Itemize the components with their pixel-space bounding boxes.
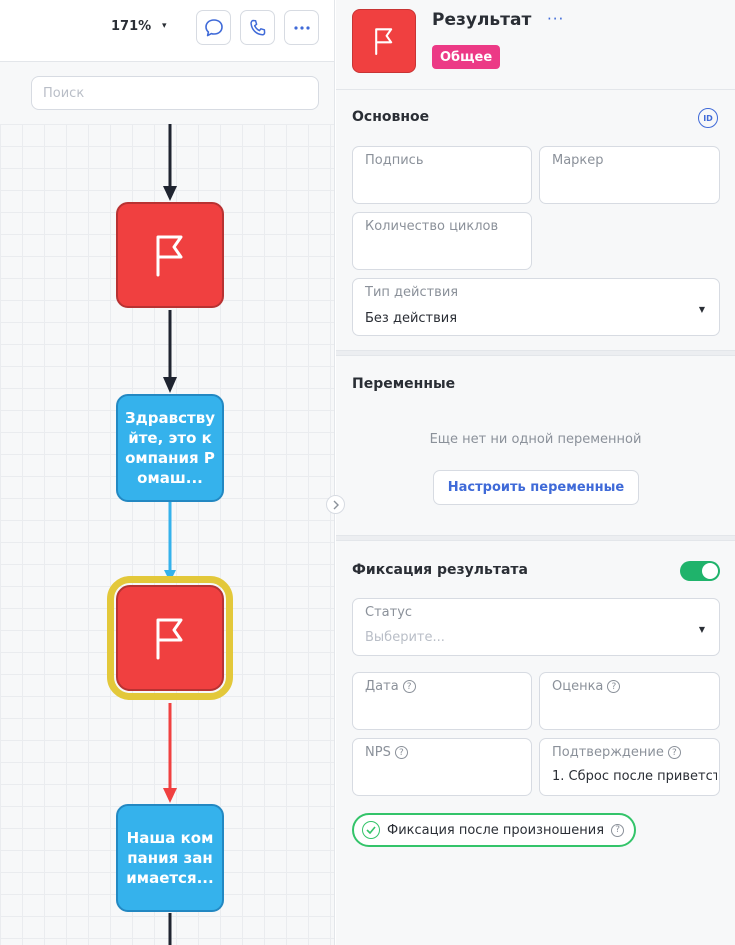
node-type-icon: [352, 9, 416, 73]
after-speech-label: Фиксация после произношения: [387, 822, 605, 838]
variables-empty-text: Еще нет ни одной переменной: [429, 432, 642, 447]
signature-label: Подпись: [365, 153, 424, 168]
status-select[interactable]: Статус Выберите... ▼: [352, 598, 720, 656]
connectors: [163, 124, 177, 945]
section-title-variables: Переменные: [352, 376, 456, 392]
configure-variables-button[interactable]: Настроить переменные: [433, 470, 639, 505]
node-title: Результат: [432, 10, 532, 30]
section-divider: [336, 350, 735, 356]
rating-label: Оценка: [552, 679, 604, 694]
marker-label: Маркер: [552, 153, 604, 168]
result-node-selected[interactable]: [107, 576, 233, 700]
search-input[interactable]: [31, 76, 319, 110]
title-more-button[interactable]: ···: [547, 10, 565, 28]
help-icon[interactable]: ?: [667, 746, 681, 759]
marker-field[interactable]: Маркер: [539, 146, 720, 204]
canvas-toolbar: 171% ▾: [0, 0, 334, 62]
toggle-knob: [702, 563, 718, 579]
signature-field[interactable]: Подпись: [352, 146, 532, 204]
zoom-level[interactable]: 171%: [111, 19, 152, 34]
chat-button[interactable]: [196, 10, 231, 45]
help-icon[interactable]: ?: [394, 746, 408, 759]
confirmation-label: Подтверждение: [552, 745, 664, 760]
help-icon[interactable]: ?: [611, 823, 625, 837]
connector-arrow: [164, 570, 176, 582]
more-options-button[interactable]: [284, 10, 319, 45]
fixation-toggle[interactable]: [680, 561, 720, 581]
properties-panel: Результат ··· Общее Основное ID Подпись …: [336, 0, 735, 945]
cycles-label: Количество циклов: [365, 219, 499, 234]
rating-field[interactable]: Оценка?: [539, 672, 720, 730]
section-title-fixation: Фиксация результата: [352, 562, 528, 578]
nps-label-wrap: NPS?: [365, 745, 408, 760]
rating-label-wrap: Оценка?: [552, 679, 621, 694]
help-icon[interactable]: ?: [607, 680, 621, 693]
result-node[interactable]: [116, 202, 224, 308]
action-type-value: Без действия: [365, 311, 458, 326]
action-type-label: Тип действия: [365, 285, 459, 300]
connector-arrow: [163, 788, 177, 803]
connector-arrow: [163, 186, 177, 201]
nps-field[interactable]: NPS?: [352, 738, 532, 796]
speech-node-text: Здравствуйте, это компания Ромаш...: [125, 409, 215, 487]
section-title-basic: Основное: [352, 109, 430, 125]
chevron-down-icon: ▼: [698, 625, 705, 634]
section-divider: [336, 535, 735, 541]
zoom-dropdown-icon[interactable]: ▾: [162, 21, 167, 31]
confirmation-value: 1. Сброс после приветствия: [552, 769, 717, 784]
speech-node[interactable]: Здравствуйте, это компания Ромаш...: [116, 394, 224, 502]
cycles-field[interactable]: Количество циклов: [352, 212, 532, 270]
action-type-select[interactable]: Тип действия Без действия ▼: [352, 278, 720, 336]
status-badge: Общее: [432, 45, 501, 69]
confirmation-label-wrap: Подтверждение?: [552, 745, 681, 760]
id-icon[interactable]: ID: [698, 108, 718, 128]
call-button[interactable]: [240, 10, 275, 45]
confirmation-field[interactable]: Подтверждение? 1. Сброс после приветстви…: [539, 738, 720, 796]
flag-icon: [375, 28, 393, 56]
status-placeholder: Выберите...: [365, 630, 445, 645]
chat-bubble-icon: [204, 18, 223, 36]
connector-arrow: [163, 377, 177, 393]
panel-header: Результат ··· Общее: [336, 0, 735, 90]
chevron-down-icon: ▼: [698, 305, 705, 314]
date-label: Дата: [365, 679, 399, 694]
nps-label: NPS: [365, 745, 391, 760]
flag-icon: [156, 618, 183, 660]
check-circle-icon: [362, 821, 380, 839]
date-label-wrap: Дата?: [365, 679, 416, 694]
speech-node[interactable]: Наша компания занимается...: [116, 804, 224, 912]
status-label: Статус: [365, 605, 413, 620]
after-speech-chip[interactable]: Фиксация после произношения ?: [352, 813, 637, 847]
help-icon[interactable]: ?: [402, 680, 416, 693]
date-field[interactable]: Дата?: [352, 672, 532, 730]
speech-node-text: Наша компания занимается...: [126, 829, 214, 887]
collapse-panel-button[interactable]: [326, 495, 345, 514]
chevron-right-icon: [333, 500, 339, 509]
flag-icon: [156, 235, 183, 277]
more-dots-icon: [293, 25, 310, 30]
flow-canvas: 171% ▾: [0, 0, 335, 945]
phone-icon: [249, 19, 265, 36]
